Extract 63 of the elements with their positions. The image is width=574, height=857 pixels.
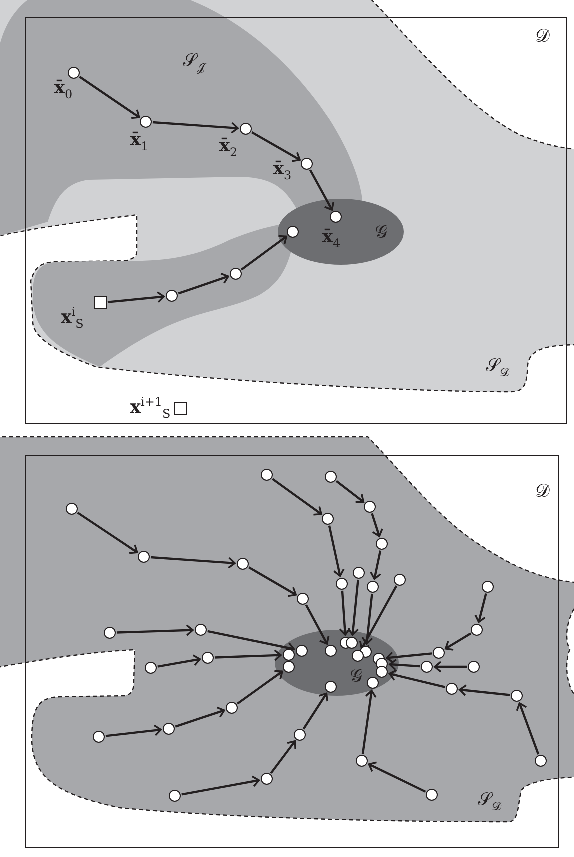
trajectory-arrow [106,724,162,738]
trajectory-point [282,660,294,672]
trajectory-arrow [388,670,446,688]
trajectory-arrow [240,235,288,271]
trajectory-arrow [309,170,335,211]
trajectory-arrow [339,590,351,636]
goal-set-label: 𝒢 [375,224,388,242]
trajectory-point [324,644,336,656]
trajectory-arrow [272,478,322,516]
trajectory-arrow [371,513,384,538]
trajectory-arrow [175,706,226,728]
point-label: x̄$_{4}$ [322,228,341,249]
trajectory-point [296,644,308,656]
trajectory-arrow [368,762,426,793]
trajectory-arrow [178,272,230,295]
trajectory-arrow [108,292,165,304]
trajectory-arrow [362,690,377,754]
trajectory-arrow [516,702,540,755]
trajectory-arrow [270,740,296,774]
point-label: x̄$_{3}$ [273,160,292,181]
trajectory-arrow [248,566,297,598]
trajectory-arrow [305,604,330,645]
trajectory-arrow [328,526,345,578]
trajectory-arrow [252,132,301,162]
trajectory-arrow [237,670,284,705]
point-label: x̄$_{0}$ [54,79,73,100]
trajectory-point [352,650,364,662]
point-label: x̄$_{1}$ [130,131,149,152]
region-label: 𝒮$_{𝒟}$ [486,358,510,378]
trajectory-arrow [116,624,194,636]
trajectory-arrow [360,586,398,650]
trajectory-point [366,676,378,688]
trajectory-arrow [362,594,374,645]
trajectory-arrow [459,684,510,696]
region-label: 𝒮$_{𝒟}$ [478,792,502,812]
domain-rectangle [25,455,559,848]
trajectory-arrow [214,650,282,662]
trajectory-arrow [158,654,202,668]
trajectory-arrow [152,121,239,134]
domain-rectangle [25,17,567,424]
trajectory-arrow [386,652,432,664]
trajectory-arrow [77,512,138,554]
trajectory-point [376,666,388,678]
trajectory-point [282,648,294,660]
trajectory-arrow [444,632,472,651]
trajectory-point [346,636,358,648]
point-label: x̄$_{2}$ [219,137,238,158]
domain-label: 𝒟 [536,482,550,500]
trajectory-arrow [336,480,365,504]
trajectory-arrow [434,661,467,673]
trajectory-arrow [79,76,140,120]
trajectory-arrow [302,692,328,730]
trajectory-point [286,226,298,238]
trajectory-arrow [389,659,420,671]
goal-set-label: 𝒢 [350,668,363,686]
trajectory-point [324,680,336,692]
trajectory-arrow [182,776,260,796]
domain-label: 𝒟 [536,28,550,46]
trajectory-arrow [150,556,236,569]
trajectory-arrow [348,580,360,636]
trajectory-arrow [370,550,382,580]
region-label: 𝒮$_{𝒥}$ [183,52,205,74]
trajectory-arrow [474,594,488,624]
